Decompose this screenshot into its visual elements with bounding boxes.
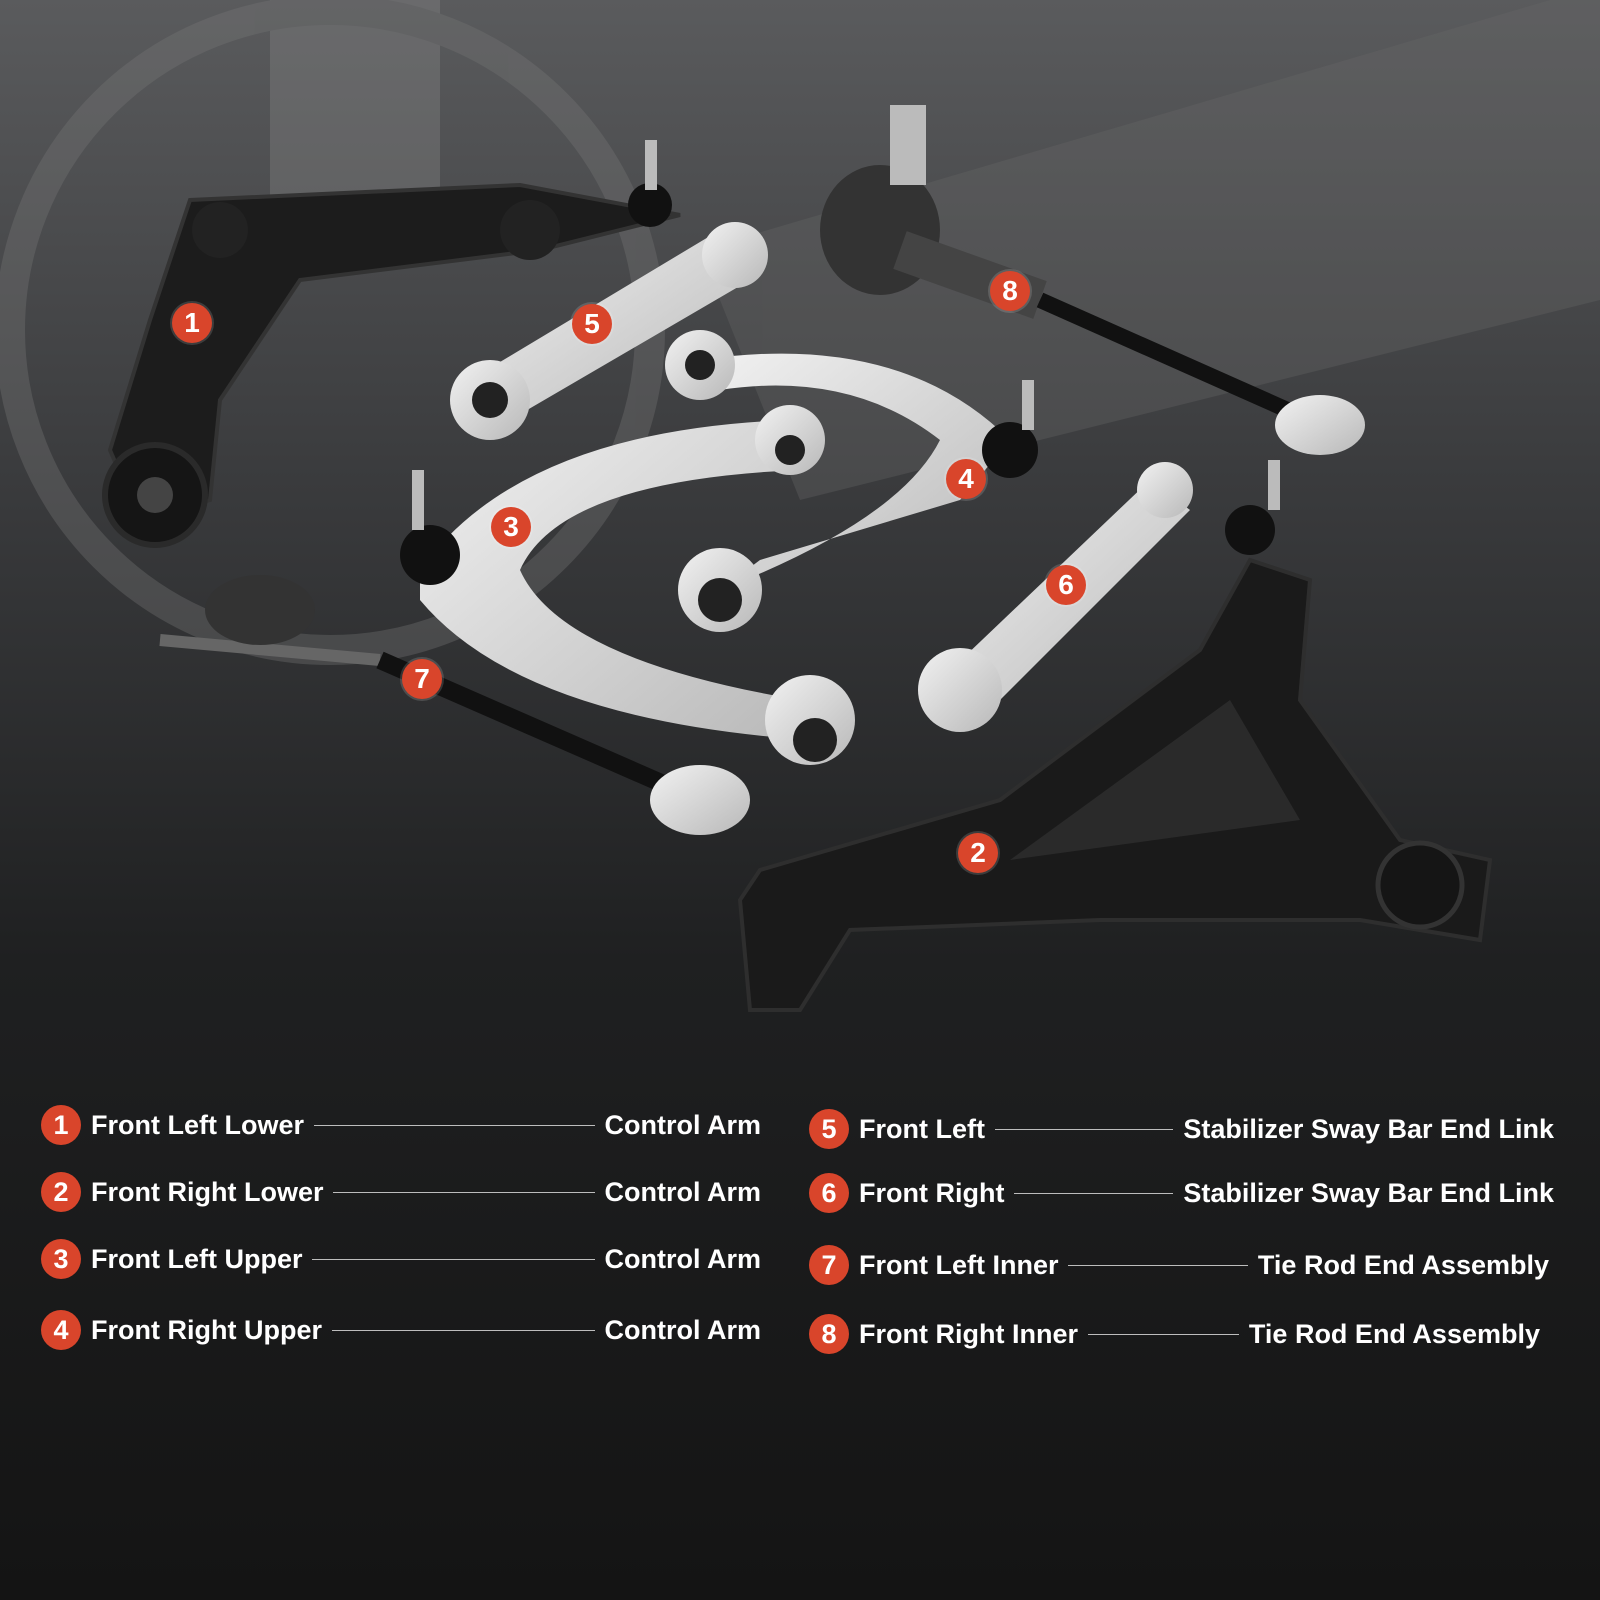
legend-number: 3	[41, 1239, 81, 1279]
part-marker-2: 2	[958, 833, 998, 873]
product-photo	[0, 0, 1600, 1012]
legend-position: Front Left Upper	[91, 1243, 303, 1274]
part-marker-7: 7	[402, 659, 442, 699]
legend-item: 7 Front Left Inner Tie Rod End Assembly	[809, 1243, 1549, 1287]
part-marker-4: 4	[946, 459, 986, 499]
legend-connector-line	[312, 1258, 595, 1260]
tie-rod-8	[820, 105, 1365, 455]
legend-item: 6 Front Right Stabilizer Sway Bar End Li…	[809, 1171, 1554, 1215]
legend-number: 2	[41, 1172, 81, 1212]
legend-part: Control Arm	[604, 1243, 762, 1274]
legend-item: 4 Front Right Upper Control Arm	[41, 1308, 761, 1352]
legend-item: 5 Front Left Stabilizer Sway Bar End Lin…	[809, 1107, 1554, 1151]
legend-part: Control Arm	[604, 1314, 762, 1345]
legend-part: Control Arm	[604, 1176, 762, 1207]
control-arm-1	[102, 140, 681, 548]
legend-connector-line	[1014, 1192, 1174, 1194]
legend-position: Front Right Upper	[91, 1314, 322, 1345]
legend-connector-line	[331, 1329, 595, 1331]
legend-number: 8	[809, 1314, 849, 1354]
part-marker-3: 3	[491, 507, 531, 547]
legend-item: 8 Front Right Inner Tie Rod End Assembly	[809, 1312, 1540, 1356]
legend-part: Control Arm	[604, 1109, 762, 1140]
part-marker-6: 6	[1046, 565, 1086, 605]
legend-number: 5	[809, 1109, 849, 1149]
part-marker-8: 8	[990, 271, 1030, 311]
control-arm-2	[737, 460, 1493, 1012]
legend-connector-line	[333, 1191, 595, 1193]
legend-number: 1	[41, 1105, 81, 1145]
part-marker-1: 1	[172, 303, 212, 343]
legend-position: Front Right Inner	[859, 1318, 1078, 1349]
legend-position: Front Left Inner	[859, 1249, 1059, 1280]
legend-item: 2 Front Right Lower Control Arm	[41, 1170, 761, 1214]
legend-item: 1 Front Left Lower Control Arm	[41, 1103, 761, 1147]
legend-number: 6	[809, 1173, 849, 1213]
legend-part: Tie Rod End Assembly	[1257, 1249, 1549, 1280]
legend-part: Stabilizer Sway Bar End Link	[1183, 1177, 1554, 1208]
legend-position: Front Left Lower	[91, 1109, 304, 1140]
legend-position: Front Right Lower	[91, 1176, 324, 1207]
legend-connector-line	[1087, 1333, 1239, 1335]
legend-part: Tie Rod End Assembly	[1248, 1318, 1540, 1349]
legend-part: Stabilizer Sway Bar End Link	[1183, 1113, 1554, 1144]
legend-connector-line	[994, 1128, 1174, 1130]
legend-connector-line	[313, 1124, 595, 1126]
legend-number: 7	[809, 1245, 849, 1285]
upper-control-arm-4	[665, 330, 1038, 632]
legend-item: 3 Front Left Upper Control Arm	[41, 1237, 761, 1281]
legend-position: Front Left	[859, 1113, 985, 1144]
legend-connector-line	[1068, 1264, 1248, 1266]
legend-position: Front Right	[859, 1177, 1005, 1208]
part-marker-5: 5	[572, 304, 612, 344]
upper-control-arm-3	[400, 405, 855, 765]
legend-number: 4	[41, 1310, 81, 1350]
